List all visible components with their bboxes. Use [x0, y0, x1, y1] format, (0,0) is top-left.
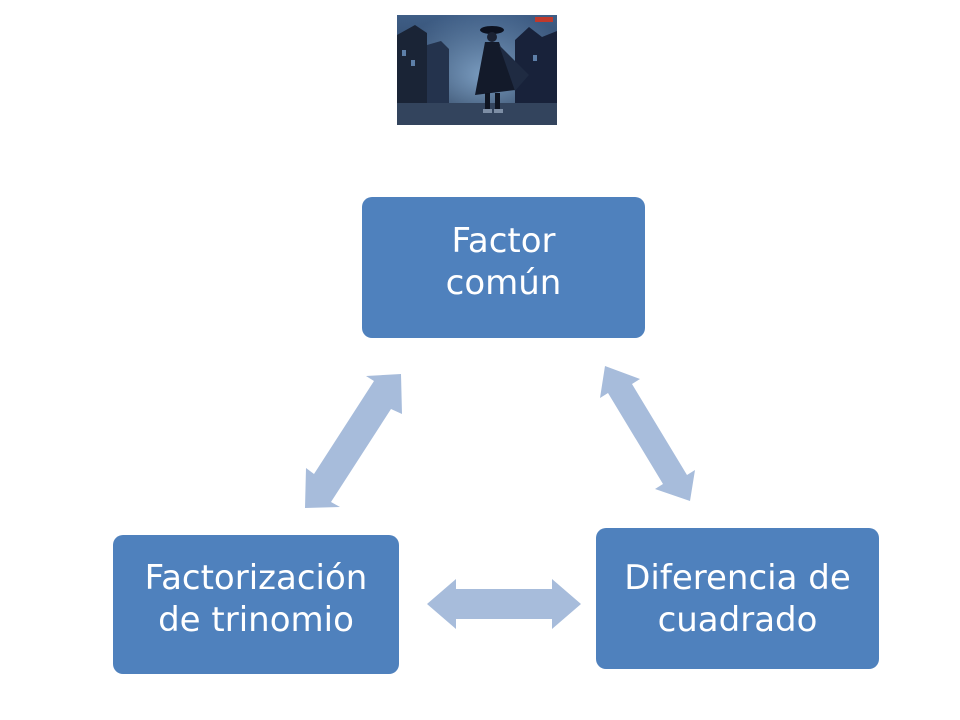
node-factorizacion-de-trinomio-text: Factorización de trinomio: [145, 557, 368, 641]
decorative-photo: [397, 15, 557, 125]
node-factorizacion-line1: Factorización: [144, 557, 368, 598]
node-diferencia-line2: cuadrado: [657, 599, 818, 640]
arrow-top-right: [600, 366, 695, 501]
node-factor-comun: Factor común: [362, 197, 645, 338]
node-factor-comun-text: Factor común: [446, 220, 562, 304]
node-factorizacion-line2: de trinomio: [158, 599, 354, 640]
node-factorizacion-de-trinomio: Factorización de trinomio: [113, 535, 399, 674]
node-diferencia-line1: Diferencia de: [624, 557, 851, 598]
arrow-left-right: [427, 579, 581, 629]
node-factor-comun-line1: Factor: [451, 220, 556, 261]
node-diferencia-de-cuadrado: Diferencia de cuadrado: [596, 528, 879, 669]
node-diferencia-de-cuadrado-text: Diferencia de cuadrado: [624, 557, 851, 641]
node-factor-comun-line2: común: [445, 262, 562, 303]
arrow-left-top: [305, 374, 402, 508]
